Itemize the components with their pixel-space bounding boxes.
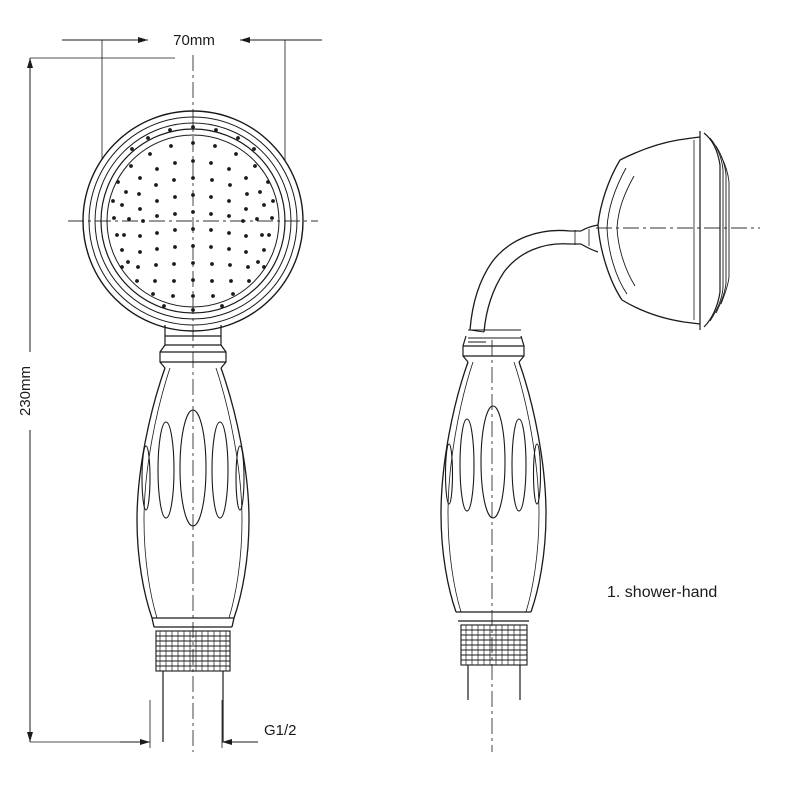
head-faceplate-circle: [106, 134, 280, 308]
head-ring-2: [88, 116, 298, 326]
head-ring-3: [94, 122, 292, 320]
front-view: [68, 55, 318, 752]
side-view-centerlines: [491, 227, 760, 752]
side-view-neck: [462, 329, 525, 363]
dimension-width-70mm: [62, 37, 322, 160]
dimension-width-label: 70mm: [173, 32, 215, 49]
dimension-thread-label: G1/2: [264, 722, 297, 739]
front-view-neck: [159, 325, 227, 369]
head-outer-circle: [82, 110, 304, 332]
nozzle-holes: [111, 125, 275, 312]
side-view-head: [570, 131, 730, 330]
dimension-lines: [27, 37, 322, 748]
front-view-handle: [136, 367, 250, 628]
front-view-thread: [155, 630, 231, 742]
side-view: [440, 131, 760, 752]
side-view-thread: [460, 624, 528, 700]
part-title-label: 1. shower-hand: [607, 584, 717, 601]
side-view-handle: [440, 361, 547, 622]
dimension-height-label: 230mm: [17, 366, 34, 416]
side-view-arm: [468, 229, 571, 343]
front-view-grip-slots: [141, 409, 245, 527]
side-view-grip-slots: [444, 405, 542, 519]
head-ring-4: [100, 128, 286, 314]
dimension-thread-g12: [120, 700, 258, 748]
